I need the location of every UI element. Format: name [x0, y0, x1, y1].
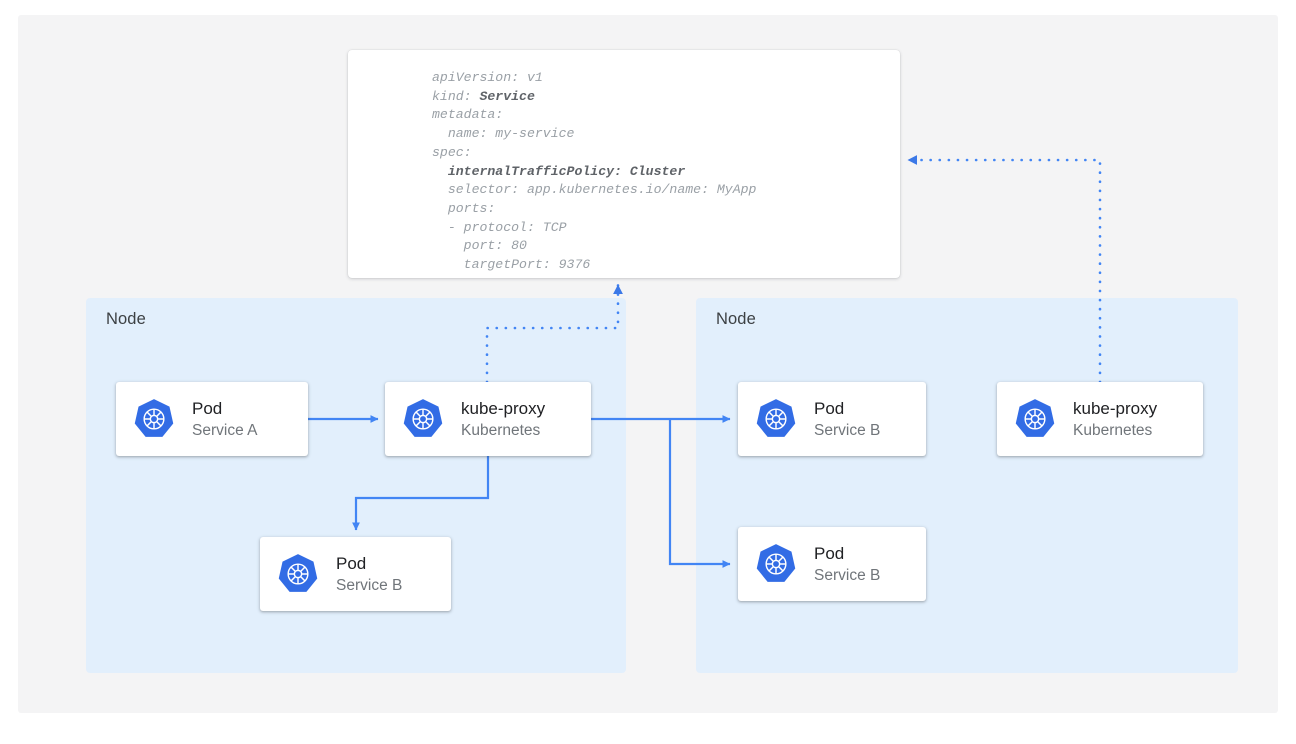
diagram-panel: apiVersion: v1 kind: Service metadata: n…: [18, 15, 1278, 713]
card-text: kube-proxy Kubernetes: [1073, 398, 1157, 441]
yaml-line-metadata: metadata:: [432, 107, 504, 123]
card-title: Pod: [192, 398, 223, 418]
card-title: kube-proxy: [461, 398, 546, 418]
card-pod-service-b-right-top[interactable]: Pod Service B: [738, 382, 926, 456]
yaml-line-port: port: 80: [432, 238, 527, 254]
yaml-line-internaltrafficpolicy: internalTrafficPolicy: Cluster: [432, 163, 686, 179]
card-subtitle: Service B: [336, 576, 403, 594]
yaml-line-selector: selector: app.kubernetes.io/name: MyApp: [432, 182, 757, 198]
card-title: Pod: [814, 398, 845, 418]
card-text: Pod Service B: [814, 398, 880, 441]
card-pod-service-a[interactable]: Pod Service A: [116, 382, 308, 456]
yaml-line-targetport: targetPort: 9376: [432, 257, 591, 273]
yaml-line-name: name: my-service: [432, 126, 575, 142]
service-manifest-code: apiVersion: v1 kind: Service metadata: n…: [348, 50, 900, 275]
card-title: Pod: [336, 553, 367, 573]
node-label-right: Node: [716, 310, 756, 328]
card-kube-proxy-right[interactable]: kube-proxy Kubernetes: [997, 382, 1203, 456]
yaml-line-protocol: - protocol: TCP: [432, 219, 567, 235]
kubernetes-icon: [754, 542, 798, 586]
yaml-line-kind-key: kind:: [432, 88, 480, 104]
card-kube-proxy-left[interactable]: kube-proxy Kubernetes: [385, 382, 591, 456]
kubernetes-icon: [754, 397, 798, 441]
card-title: kube-proxy: [1073, 398, 1158, 418]
card-pod-service-b-left-node[interactable]: Pod Service B: [260, 537, 451, 611]
yaml-line-ports: ports:: [432, 200, 496, 216]
card-subtitle: Kubernetes: [461, 421, 541, 439]
card-pod-service-b-right-bottom[interactable]: Pod Service B: [738, 527, 926, 601]
card-text: kube-proxy Kubernetes: [461, 398, 545, 441]
card-subtitle: Service B: [814, 421, 881, 439]
service-manifest-card: apiVersion: v1 kind: Service metadata: n…: [348, 50, 900, 278]
node-label-left: Node: [106, 310, 146, 328]
card-subtitle: Service B: [814, 566, 881, 584]
card-subtitle: Service A: [192, 421, 258, 439]
yaml-line-apiversion: apiVersion: v1: [432, 70, 543, 85]
card-text: Pod Service A: [192, 398, 257, 441]
node-container-left: Node: [86, 298, 626, 673]
card-subtitle: Kubernetes: [1073, 421, 1153, 439]
node-container-right: Node: [696, 298, 1238, 673]
kubernetes-icon: [132, 397, 176, 441]
card-title: Pod: [814, 543, 845, 563]
kubernetes-icon: [1013, 397, 1057, 441]
kubernetes-icon: [401, 397, 445, 441]
card-text: Pod Service B: [336, 553, 402, 596]
card-text: Pod Service B: [814, 543, 880, 586]
yaml-line-kind-value: Service: [479, 88, 535, 104]
yaml-line-spec: spec:: [432, 144, 472, 160]
kubernetes-icon: [276, 552, 320, 596]
